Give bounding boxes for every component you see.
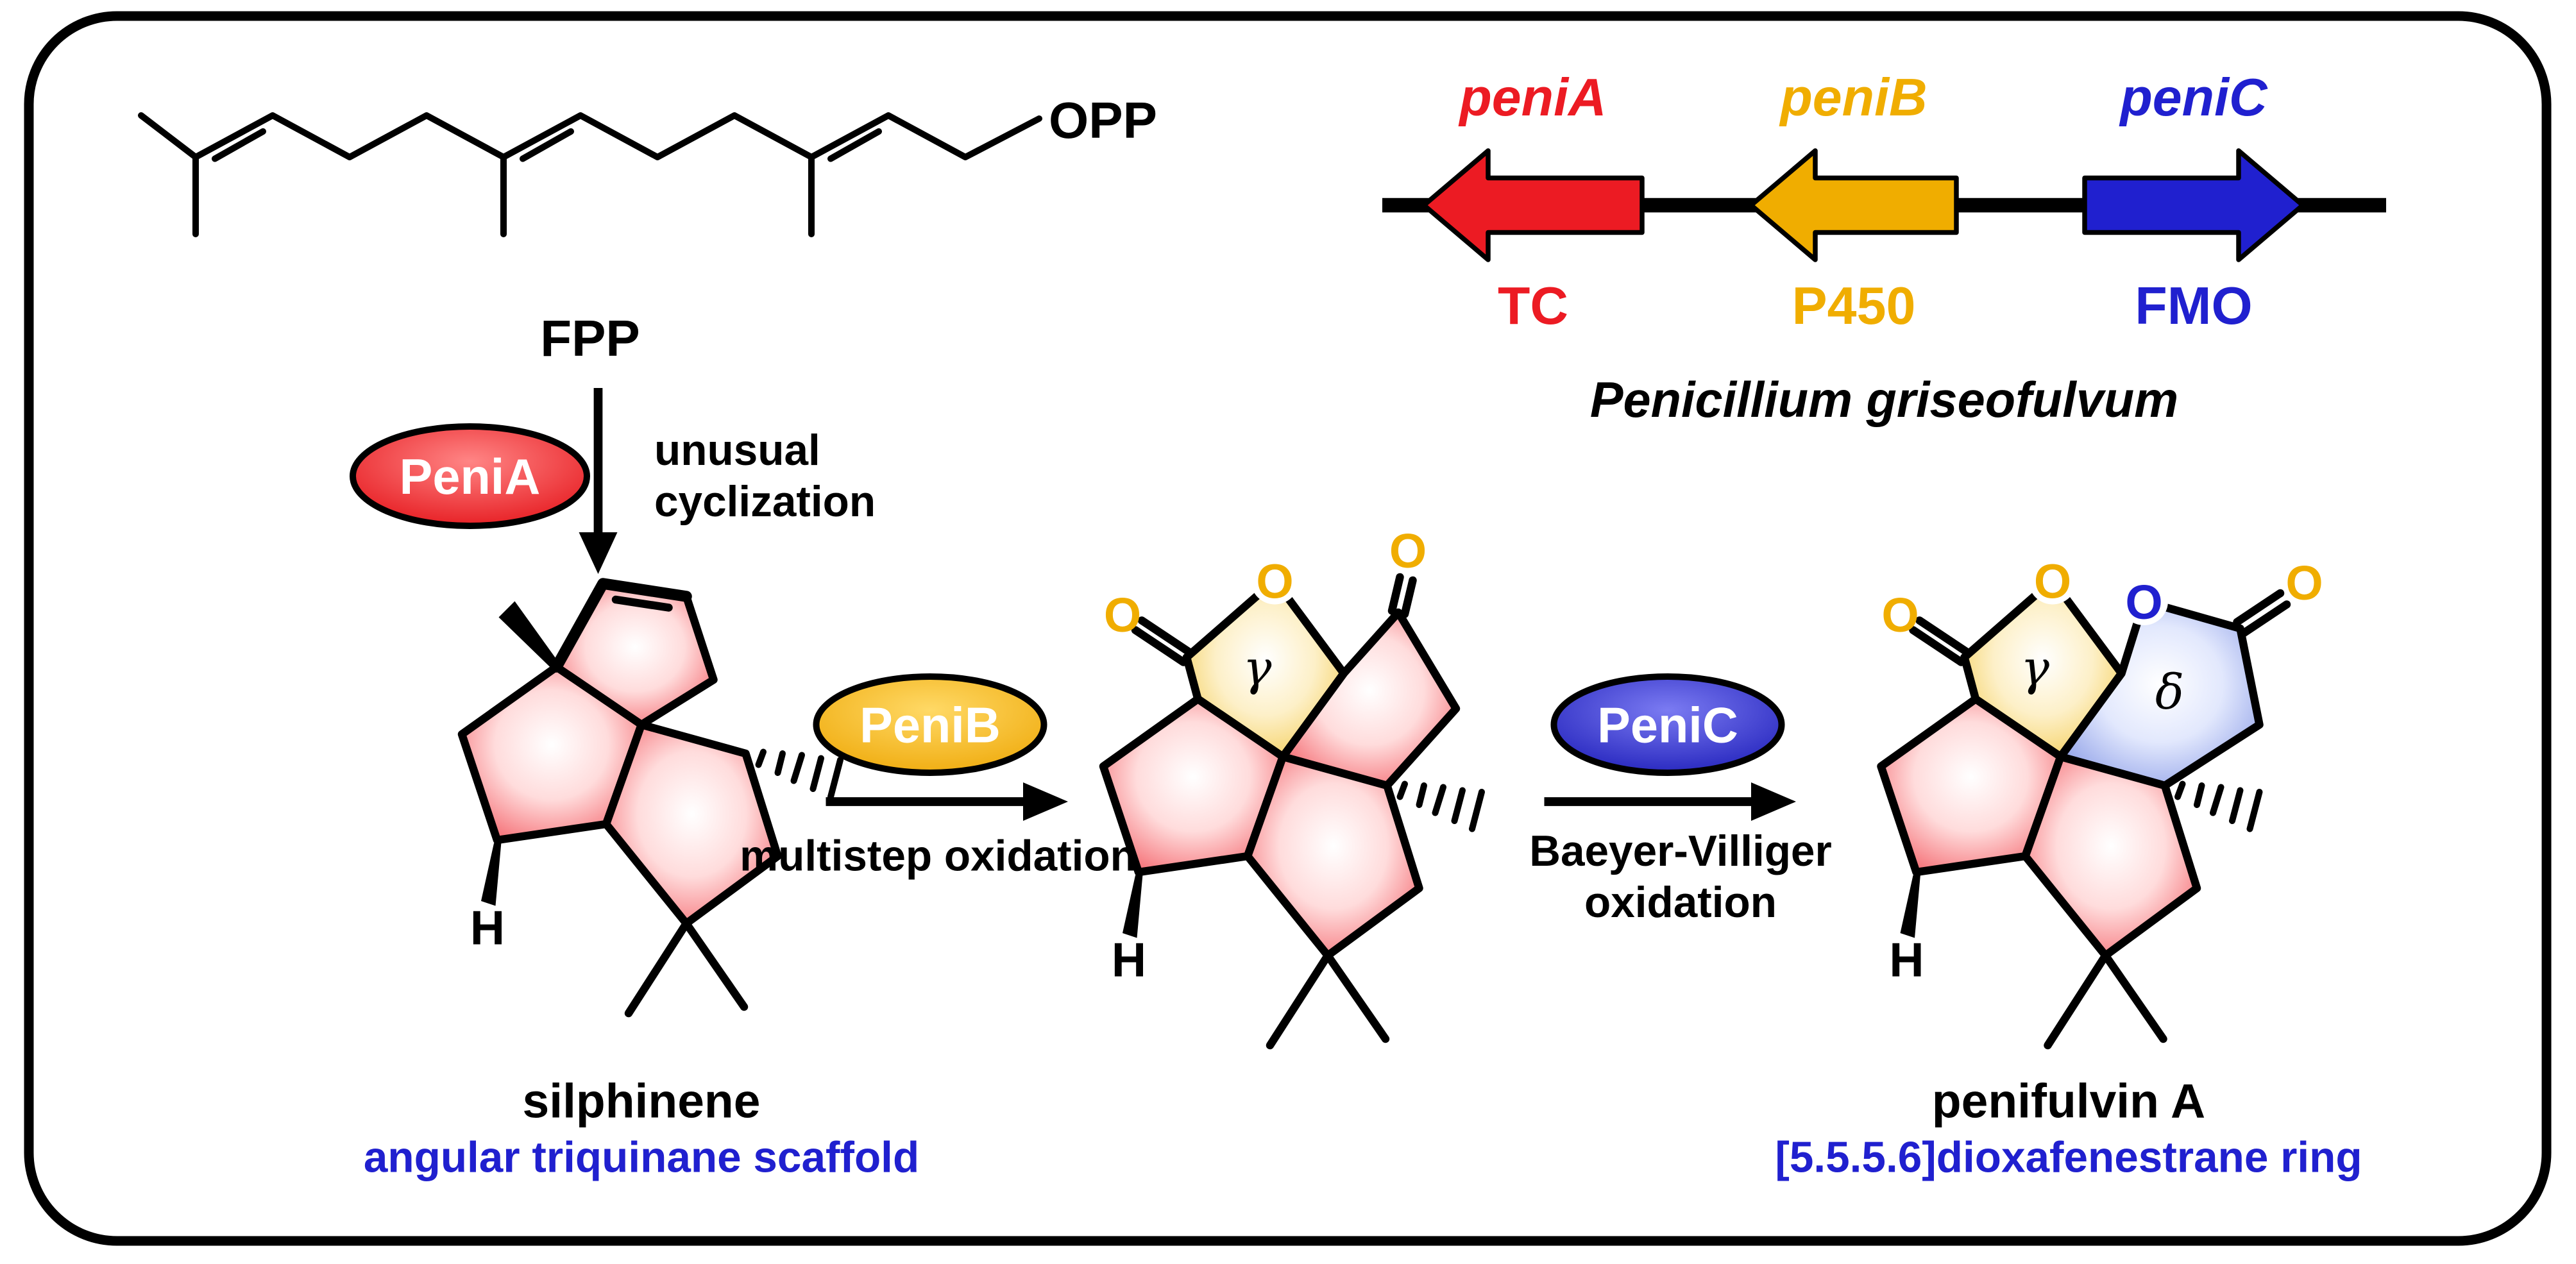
ring-oxygen-label: O (1256, 554, 1293, 608)
silphinene-h-label: H (470, 900, 505, 954)
intermediate-h-label: H (1112, 932, 1146, 986)
fpp-chain-bond (138, 112, 1042, 160)
gamma-label: γ (1243, 639, 1272, 696)
ring-oxygen-halo (1251, 556, 1299, 605)
step2-note: multistep oxidation (740, 832, 1137, 881)
gene-cluster: peniA peniB peniC TC P450 FMO Penicilliu… (1382, 68, 2386, 428)
methyl-wedge-bond (498, 601, 560, 670)
reaction-arrowhead-2 (1751, 782, 1796, 821)
gene-product-FMO: FMO (2135, 276, 2252, 335)
gene-name-peniC: peniC (2119, 68, 2268, 127)
gene-product-TC: TC (1498, 276, 1568, 335)
step-peniB: PeniB multistep oxidation (740, 673, 1137, 881)
gamma-ring-oxygen-label: O (2034, 554, 2071, 608)
gene-product-P450: P450 (1792, 276, 1916, 335)
left-carbonyl-o-label: O (1881, 588, 1919, 642)
alkene-bold-edge (550, 578, 692, 673)
peniC-enzyme-label: PeniC (1597, 698, 1738, 754)
gene-arrow-peniA (1421, 148, 1645, 262)
gene-name-peniA: peniA (1458, 68, 1606, 127)
gene-arrow-peniC (2082, 148, 2305, 262)
right-carbonyl-o-label: O (2285, 556, 2323, 610)
step3-note-line1: Baeyer-Villiger (1529, 827, 1832, 875)
silphinene-caption: angular triquinane scaffold (364, 1134, 919, 1182)
left-carbonyl-o-label: O (1104, 588, 1141, 642)
silphinene-name: silphinene (523, 1074, 761, 1127)
fpp-methyl-bonds (192, 153, 815, 237)
penifulvin-h-label: H (1889, 932, 1924, 986)
organism-label: Penicillium griseofulvum (1590, 373, 2178, 428)
step-peniA: PeniA unusual cyclization (350, 387, 876, 574)
peniB-enzyme-oval (813, 673, 1047, 776)
peniC-enzyme-oval (1550, 673, 1785, 776)
right-carbonyl-double-bond (2233, 589, 2291, 637)
penifulvin-name: penifulvin A (1932, 1074, 2205, 1127)
intermediate-structure: O O γ O H (1103, 524, 1482, 1045)
step-peniC: PeniC Baeyer-Villiger oxidation (1529, 673, 1832, 927)
step1-note-line1: unusual (654, 426, 820, 475)
step1-note-line2: cyclization (654, 478, 876, 526)
peniA-enzyme-label: PeniA (400, 450, 541, 505)
penifulvin-caption: [5.5.5.6]dioxafenestrane ring (1775, 1134, 2362, 1182)
penifulvin-structure: O O γ O δ O H (1881, 554, 2323, 1045)
gamma-ring-oxygen-halo (2028, 556, 2077, 605)
delta-ring-oxygen-label: O (2125, 575, 2162, 629)
silphinene-structure: H (462, 578, 840, 1013)
left-carbonyl-double-bond (1909, 616, 1972, 666)
right-carbonyl-o-label: O (1389, 524, 1427, 578)
fpp-structure: OPP FPP (138, 92, 1157, 367)
right-carbonyl-double-bond (1387, 573, 1417, 618)
fpp-label: FPP (540, 310, 640, 367)
gamma-label: γ (2021, 639, 2049, 696)
peniA-enzyme-oval (350, 423, 591, 529)
reaction-arrowhead-down (579, 532, 618, 574)
left-carbonyl-double-bond (1131, 616, 1194, 666)
alkene-inner-line (611, 595, 673, 612)
gene-arrow-peniB (1749, 148, 1959, 262)
delta-label: δ (2155, 664, 2184, 720)
opp-label: OPP (1049, 92, 1157, 149)
gene-name-peniB: peniB (1779, 68, 1927, 127)
fpp-double-bonds (212, 128, 882, 162)
peniB-enzyme-label: PeniB (860, 698, 1001, 754)
reaction-arrowhead-1 (1023, 782, 1068, 821)
delta-ring-oxygen-halo (2120, 577, 2168, 625)
step3-note-line2: oxidation (1584, 879, 1777, 927)
